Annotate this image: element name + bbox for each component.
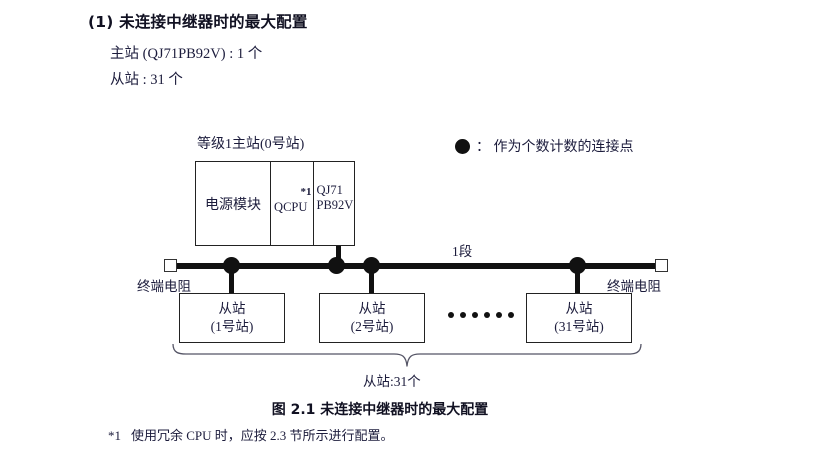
ellipsis-dot [508,312,514,318]
connection-point-dot [328,257,345,274]
slave-2-drop-line [369,266,374,294]
master-station-rack: 电源模块 *1 QCPU QJ71 PB92V [195,161,355,246]
footnote-marker: *1 [108,428,121,443]
ellipsis-dot [448,312,454,318]
network-module-label: QJ71 PB92V [317,183,354,213]
power-module-label: 电源模块 [205,197,262,213]
slave-station-number: (31号站) [554,319,604,334]
power-module-slot: 电源模块 [196,162,272,245]
ellipsis-dot [496,312,502,318]
terminating-resistor-right-label: 终端电阻 [607,279,661,294]
ellipsis-dot [472,312,478,318]
terminating-resistor-right-icon [655,259,668,272]
master-station-label: 等级1主站(0号站) [197,137,305,152]
spec-master-count: 主站 (QJ71PB92V) : 1 个 [110,46,263,62]
slave-station-title: 从站 [565,301,593,317]
network-module-line1: QJ71 [316,183,343,197]
bus-trunk-line [176,263,662,269]
legend: ： 作为个数计数的连接点 [455,136,634,156]
slave-station-box: 从站 (2号站) [319,293,425,343]
ellipsis-dot [484,312,490,318]
slave-station-title: 从站 [358,301,386,317]
slave-station-box: 从站 (31号站) [526,293,632,343]
connection-point-dot [363,257,380,274]
slave-group-brace [172,343,642,375]
figure-caption: 图 2.1 未连接中继器时的最大配置 [271,402,489,418]
cpu-module-label: QCPU [274,200,308,214]
cpu-footnote-marker: *1 [300,186,312,198]
ellipsis-dots [448,312,514,318]
footnote: *1 使用冗余 CPU 时，应按 2.3 节所示进行配置。 [108,425,394,444]
connection-point-dot [223,257,240,274]
cpu-module-slot: *1 QCPU [271,162,314,245]
filled-circle-icon [455,138,470,154]
terminating-resistor-left-label: 终端电阻 [137,279,191,294]
segment-label: 1段 [452,244,473,259]
slave-group-label: 从站:31个 [363,374,421,389]
slave-station-box: 从站 (1号站) [179,293,285,343]
spec-slave-count: 从站 : 31 个 [110,72,183,88]
slave-station-title: 从站 [218,301,246,317]
brace-icon [172,343,642,367]
footnote-text: 使用冗余 CPU 时，应按 2.3 节所示进行配置。 [131,428,394,443]
connection-point-dot [569,257,586,274]
terminating-resistor-left-icon [164,259,177,272]
slave-station-number: (1号站) [210,319,254,334]
network-module-line2: PB92V [316,197,354,212]
slave-station-number: (2号站) [350,319,394,334]
ellipsis-dot [460,312,466,318]
slave-1-drop-line [229,266,234,294]
slave-3-drop-line [575,266,580,294]
section-heading: (1) 未连接中继器时的最大配置 [88,13,308,31]
legend-label: ： 作为个数计数的连接点 [476,140,634,155]
network-module-slot: QJ71 PB92V [314,162,354,245]
